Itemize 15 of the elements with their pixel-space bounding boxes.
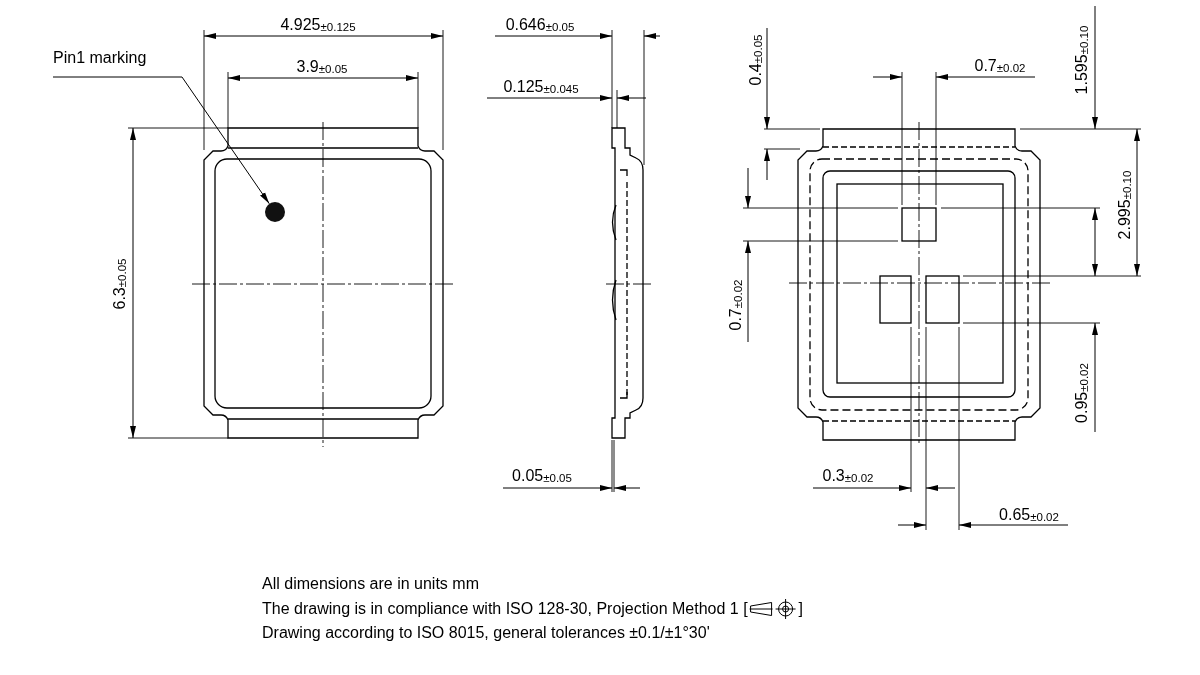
- dimension-value: 0.05$_{±0.05}$: [512, 467, 572, 486]
- leader-line: [52, 76, 270, 205]
- dimension-value: 0.65$_{±0.02}$: [999, 506, 1059, 525]
- pin1-marking-dot: [265, 202, 285, 222]
- note-text: The drawing is in compliance with ISO 128-30, Projection Method 1 [: [262, 600, 748, 618]
- dimension-value: 3.9$_{±0.05}$: [296, 58, 348, 77]
- note-text: All dimensions are in units mm: [262, 575, 479, 593]
- dimension-value: 0.3$_{±0.02}$: [822, 467, 874, 486]
- note-text: Drawing according to ISO 8015, general tolerances ±0.1/±1°30': [262, 624, 710, 642]
- dimension-value: 0.646$_{±0.05}$: [505, 16, 575, 35]
- callout-label: Pin1 marking: [53, 49, 175, 77]
- dimension-value: 4.925$_{±0.125}$: [280, 16, 356, 35]
- dimension-value: 0.125$_{±0.045}$: [503, 78, 579, 97]
- bracket-text: ]: [798, 600, 804, 618]
- dimension-value: 0.7$_{±0.02}$: [974, 57, 1026, 76]
